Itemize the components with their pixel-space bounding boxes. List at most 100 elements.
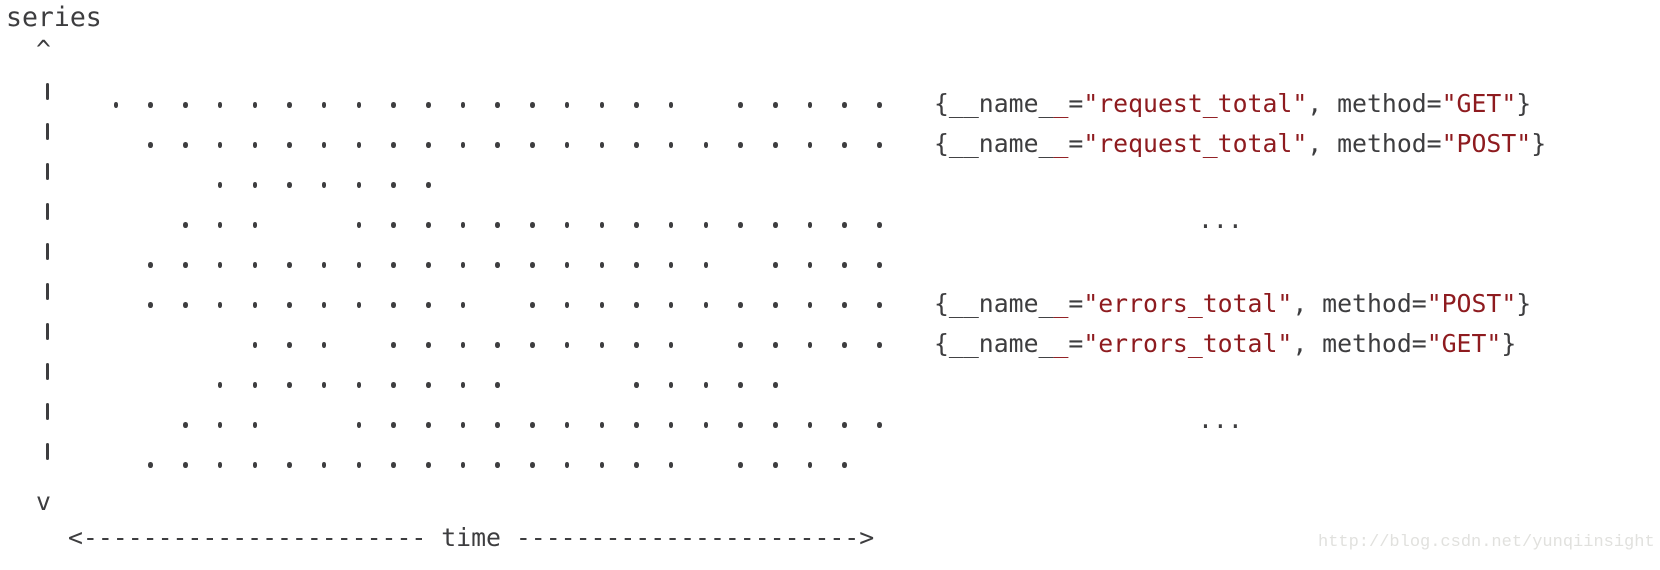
sample-dot: [668, 102, 674, 108]
sample-dot: [391, 382, 396, 388]
sample-dot: [530, 422, 535, 428]
sample-dot: [495, 262, 500, 268]
series-label: {__name__="request_total", method="POST"…: [934, 124, 1546, 164]
sample-dot: [807, 422, 813, 428]
sample-dot: [183, 422, 188, 428]
sample-dot: [738, 222, 743, 228]
sample-dot: [599, 302, 605, 308]
sample-dot: [391, 182, 396, 188]
sample-dot: [564, 302, 570, 308]
sample-dot: [877, 102, 882, 108]
sample-dot: [426, 262, 431, 268]
sample-dot: [738, 302, 743, 308]
sample-dot: [183, 302, 188, 308]
label-value-text: "errors_total": [1083, 289, 1293, 318]
sample-dot: [564, 342, 570, 348]
sample-dot: [287, 142, 292, 148]
series-axis-tick: [45, 403, 50, 420]
sample-dot: [460, 382, 466, 388]
sample-dot: [668, 262, 674, 268]
sample-dot: [738, 102, 743, 108]
sample-dot: [252, 342, 258, 348]
sample-dot: [495, 462, 500, 468]
more-series-ellipsis: ...: [1198, 205, 1243, 234]
sample-dot: [391, 102, 396, 108]
sample-dot: [773, 222, 778, 228]
sample-dot: [530, 262, 535, 268]
sample-dot: [842, 142, 847, 148]
sample-dot: [564, 422, 570, 428]
sample-dot: [217, 422, 223, 428]
sample-dot: [668, 302, 674, 308]
series-label: {__name__="errors_total", method="GET"}: [934, 324, 1516, 364]
sample-dot: [391, 462, 396, 468]
sample-dot: [321, 382, 327, 388]
sample-dot: [426, 182, 431, 188]
series-axis-down-arrow: v: [36, 487, 51, 516]
sample-dot: [668, 142, 674, 148]
sample-dot: [217, 222, 223, 228]
sample-dot: [356, 302, 362, 308]
sample-dot: [148, 142, 153, 148]
sample-dot: [703, 422, 709, 428]
sample-dot: [738, 422, 743, 428]
label-value-text: "GET": [1426, 329, 1502, 358]
sample-dot: [842, 342, 847, 348]
sample-dot: [703, 142, 709, 148]
sample-dot: [530, 302, 535, 308]
sample-dot: [148, 262, 153, 268]
sample-dot: [668, 422, 674, 428]
label-value-text: "request_total": [1083, 89, 1308, 118]
sample-dot: [703, 262, 709, 268]
sample-dot: [391, 142, 396, 148]
sample-dot: [460, 262, 466, 268]
label-value-text: _: [1053, 329, 1069, 358]
sample-dot: [321, 342, 327, 348]
series-axis-tick: [45, 443, 50, 460]
sample-dot: [356, 182, 362, 188]
label-syntax-text: {__name_: [934, 129, 1054, 158]
sample-dot: [634, 262, 639, 268]
sample-dot: [426, 462, 431, 468]
sample-dot: [287, 462, 292, 468]
sample-dot: [183, 462, 188, 468]
sample-dot: [287, 302, 292, 308]
sample-dot: [877, 422, 882, 428]
sample-dot: [287, 382, 292, 388]
sample-dot: [495, 382, 500, 388]
sample-dot: [321, 102, 327, 108]
sample-dot: [842, 422, 847, 428]
sample-dot: [460, 302, 466, 308]
more-series-ellipsis: ...: [1198, 405, 1243, 434]
label-syntax-text: }: [1516, 289, 1532, 318]
sample-dot: [773, 422, 778, 428]
label-syntax-text: {__name_: [934, 89, 1054, 118]
label-value-text: _: [1053, 89, 1069, 118]
sample-dot: [391, 302, 396, 308]
series-axis-tick: [45, 243, 50, 260]
sample-dot: [183, 262, 188, 268]
series-axis-tick: [45, 83, 50, 100]
sample-dot: [703, 222, 709, 228]
series-axis-title: series: [6, 2, 102, 33]
sample-dot: [807, 142, 813, 148]
sample-dot: [599, 422, 605, 428]
sample-dot: [391, 262, 396, 268]
sample-dot: [426, 142, 431, 148]
sample-dot: [842, 102, 847, 108]
sample-dot: [217, 262, 223, 268]
sample-dot: [391, 342, 396, 348]
sample-dot: [599, 262, 605, 268]
sample-dot: [287, 262, 292, 268]
sample-dot: [773, 382, 778, 388]
sample-dot: [495, 342, 500, 348]
sample-dot: [634, 422, 639, 428]
sample-dot: [321, 302, 327, 308]
sample-dot: [356, 262, 362, 268]
sample-dot: [217, 182, 223, 188]
label-value-text: "GET": [1441, 89, 1517, 118]
sample-dot: [599, 342, 605, 348]
series-axis-tick: [45, 123, 50, 140]
sample-dot: [495, 422, 500, 428]
sample-dot: [113, 102, 119, 108]
